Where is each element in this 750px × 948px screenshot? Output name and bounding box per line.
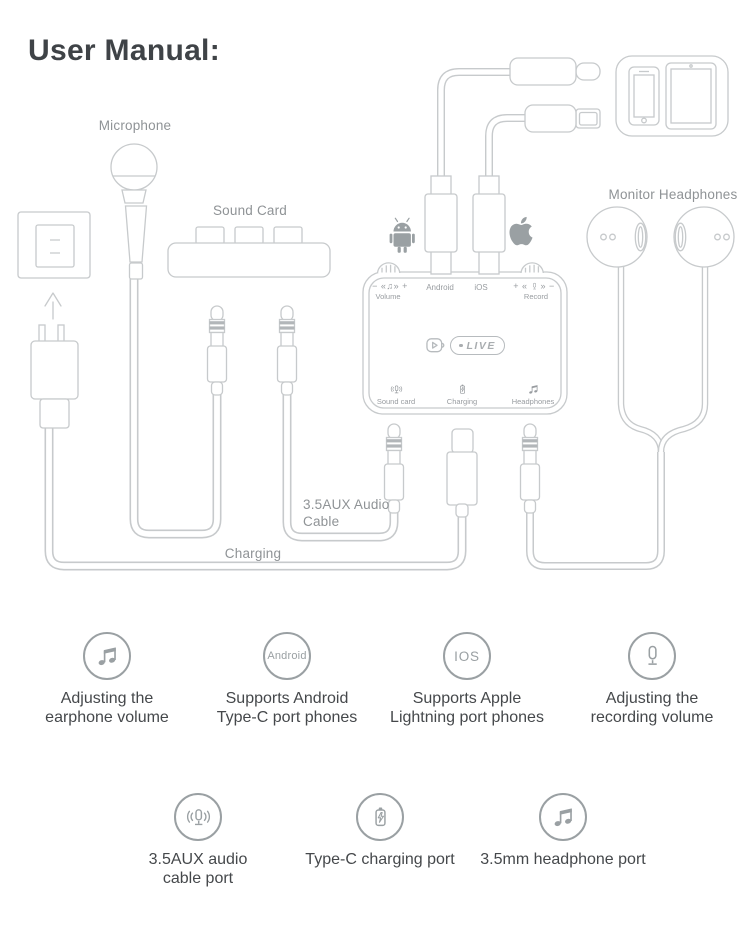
device-volume-label: Volume xyxy=(375,292,401,301)
feature-icon-circle xyxy=(174,793,222,841)
feature-type-c-port: Type-C charging port xyxy=(280,793,480,869)
feature-android-support: Android Supports Android Type-C port pho… xyxy=(187,632,387,727)
record-knob xyxy=(520,262,544,274)
microphone-drawing xyxy=(110,143,158,280)
feature-headphone-port: 3.5mm headphone port xyxy=(463,793,663,869)
feature-icon-circle: IOS xyxy=(443,632,491,680)
lightning-plug xyxy=(472,175,506,275)
feature-icon-circle xyxy=(628,632,676,680)
aux-audio-cable xyxy=(282,392,399,542)
battery-charging-icon xyxy=(456,383,469,396)
phone-icon xyxy=(628,66,660,126)
live-pill: LIVE xyxy=(450,336,505,355)
feature-caption: 3.5AUX audio cable port xyxy=(148,851,248,887)
feature-ios-support: IOS Supports Apple Lightning port phones xyxy=(367,632,567,727)
android-badge: Android xyxy=(267,650,307,662)
power-adapter xyxy=(30,324,79,429)
headphone-cable xyxy=(526,266,709,570)
headphone-jack-plug xyxy=(519,423,541,514)
wall-outlet xyxy=(17,211,91,279)
feature-caption: Type-C charging port xyxy=(305,851,455,868)
sound-card-drawing xyxy=(167,226,331,278)
microphone-icon xyxy=(639,643,666,670)
device-volume-glyphs: − «♫» + xyxy=(372,281,408,291)
headphones-port-label: Headphones xyxy=(511,397,555,406)
usb-c-plug xyxy=(424,175,458,275)
feature-caption: Supports Apple Lightning port phones xyxy=(390,690,544,726)
music-note-icon xyxy=(94,643,121,670)
mic-jack-plug xyxy=(206,305,228,396)
feature-icon-circle xyxy=(83,632,131,680)
devices-box xyxy=(615,55,729,137)
sound-card-label: Sound Card xyxy=(212,203,288,218)
sound-card-port-label: Sound card xyxy=(376,397,416,406)
device-android-label: Android xyxy=(426,283,454,292)
aux-cable-label: 3.5AUX Audio Cable xyxy=(303,497,390,529)
feature-icon-circle xyxy=(539,793,587,841)
feature-earphone-volume: Adjusting the earphone volume xyxy=(7,632,207,727)
up-arrow-icon xyxy=(44,292,62,320)
device-record-glyphs: + « » − xyxy=(505,281,563,291)
feature-caption: Adjusting the recording volume xyxy=(590,690,714,726)
battery-charging-icon xyxy=(367,804,394,831)
feature-icon-circle xyxy=(356,793,404,841)
device-record-label: Record xyxy=(523,292,549,301)
live-label: LIVE xyxy=(466,339,496,352)
feature-caption: Supports Android Type-C port phones xyxy=(216,690,358,726)
page-title: User Manual: xyxy=(28,34,220,67)
aux-microphone-icon xyxy=(390,383,403,396)
charging-cable-label: Charging xyxy=(224,546,282,561)
usb-c-cable xyxy=(437,68,512,176)
microphone-icon xyxy=(530,282,539,291)
record-glyph-right: » − xyxy=(540,281,555,291)
microphone-label: Microphone xyxy=(98,118,172,133)
charging-cable xyxy=(44,428,467,571)
dot-icon xyxy=(459,343,463,348)
apple-icon xyxy=(509,216,533,246)
record-glyph-left: + « xyxy=(513,281,528,291)
type-c-charging-plug xyxy=(446,428,478,518)
charging-port-label: Charging xyxy=(446,397,478,406)
tablet-icon xyxy=(665,62,717,130)
music-note-icon xyxy=(550,804,577,831)
diagram-svg xyxy=(17,55,735,571)
feature-aux-port: 3.5AUX audio cable port xyxy=(98,793,298,888)
music-note-icon xyxy=(527,383,540,396)
aux-microphone-icon xyxy=(185,804,212,831)
earbud-right xyxy=(673,206,735,268)
earbud-left xyxy=(586,206,648,268)
lightning-cable xyxy=(485,114,527,176)
aux-jack-plug-b xyxy=(383,423,405,514)
device-port-charging: Charging xyxy=(432,383,492,406)
usb-c-connector xyxy=(509,57,601,86)
feature-recording-volume: Adjusting the recording volume xyxy=(552,632,750,727)
device-ios-label: iOS xyxy=(474,283,488,292)
monitor-headphones-label: Monitor Headphones xyxy=(608,187,738,202)
device-port-sound-card: Sound card xyxy=(366,383,426,406)
ios-badge: IOS xyxy=(454,648,480,664)
device-port-headphones: Headphones xyxy=(503,383,563,406)
feature-caption: 3.5mm headphone port xyxy=(480,851,646,868)
live-logo: LIVE xyxy=(426,336,505,355)
aux-jack-plug-a xyxy=(276,305,298,396)
microphone-cable xyxy=(129,278,222,539)
live-device xyxy=(362,271,568,415)
play-badge-icon xyxy=(426,338,445,353)
android-icon xyxy=(389,217,415,253)
feature-caption: Adjusting the earphone volume xyxy=(45,690,169,726)
volume-knob xyxy=(376,262,401,274)
feature-icon-circle: Android xyxy=(263,632,311,680)
lightning-connector xyxy=(524,104,601,133)
